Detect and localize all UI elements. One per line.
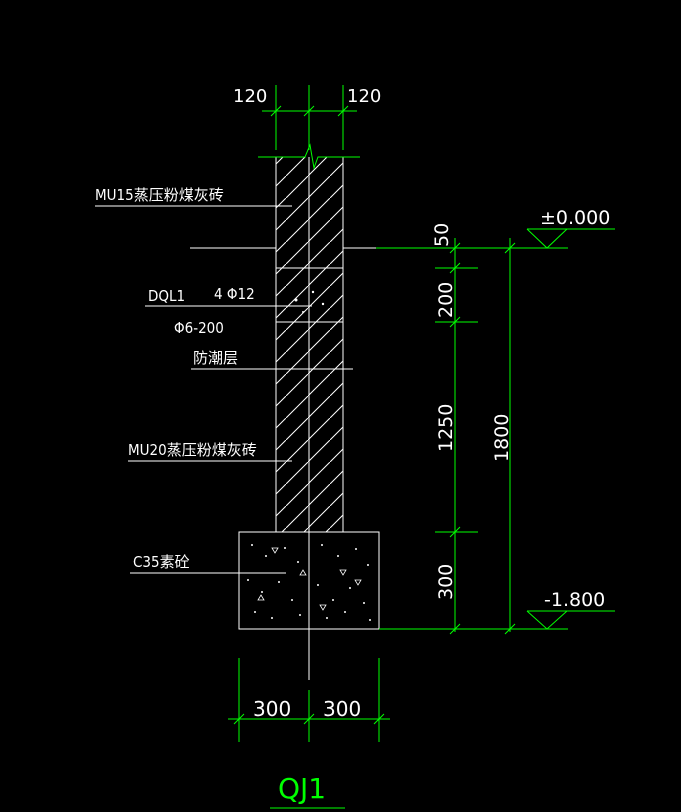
level-marker-top: ±0.000 xyxy=(526,207,615,249)
top-dimension: 120 120 xyxy=(233,85,381,150)
label-dql1: DQL1 xyxy=(148,287,185,305)
ring-beam-rebar-dots xyxy=(294,290,325,313)
label-rebar: 4 Φ12 xyxy=(214,285,255,303)
label-dpc: 防潮层 xyxy=(193,349,238,367)
dim-top-left: 120 xyxy=(233,86,267,107)
label-stirrup: Φ6-200 xyxy=(174,319,224,337)
dim-bottom-left: 300 xyxy=(253,697,291,721)
label-c35: C35素砼 xyxy=(133,553,190,571)
title-text: QJ1 xyxy=(278,772,326,805)
callouts: MU15蒸压粉煤灰砖 DQL1 4 Φ12 Φ6-200 防潮层 MU20蒸压粉… xyxy=(95,186,353,574)
drawing-title: QJ1 xyxy=(270,772,345,809)
dim-bottom-right: 300 xyxy=(323,697,361,721)
vertical-dimension-chain: 50 200 1250 1800 300 xyxy=(431,223,516,635)
label-mu20: MU20蒸压粉煤灰砖 xyxy=(128,441,257,459)
dim-50: 50 xyxy=(431,223,453,247)
level-marker-bottom: -1.800 xyxy=(379,589,615,630)
dim-200: 200 xyxy=(435,282,457,318)
dim-1800: 1800 xyxy=(491,414,513,462)
break-line xyxy=(258,143,360,170)
level-bottom-text: -1.800 xyxy=(544,589,605,611)
bottom-dimension: 300 300 xyxy=(228,658,390,742)
level-top-text: ±0.000 xyxy=(540,207,610,229)
concrete-footing xyxy=(238,531,380,630)
brick-wall xyxy=(258,143,360,532)
dim-1250: 1250 xyxy=(435,404,457,452)
dim-top-right: 120 xyxy=(347,86,381,107)
dim-300-vertical: 300 xyxy=(435,564,457,600)
label-mu15: MU15蒸压粉煤灰砖 xyxy=(95,186,224,204)
